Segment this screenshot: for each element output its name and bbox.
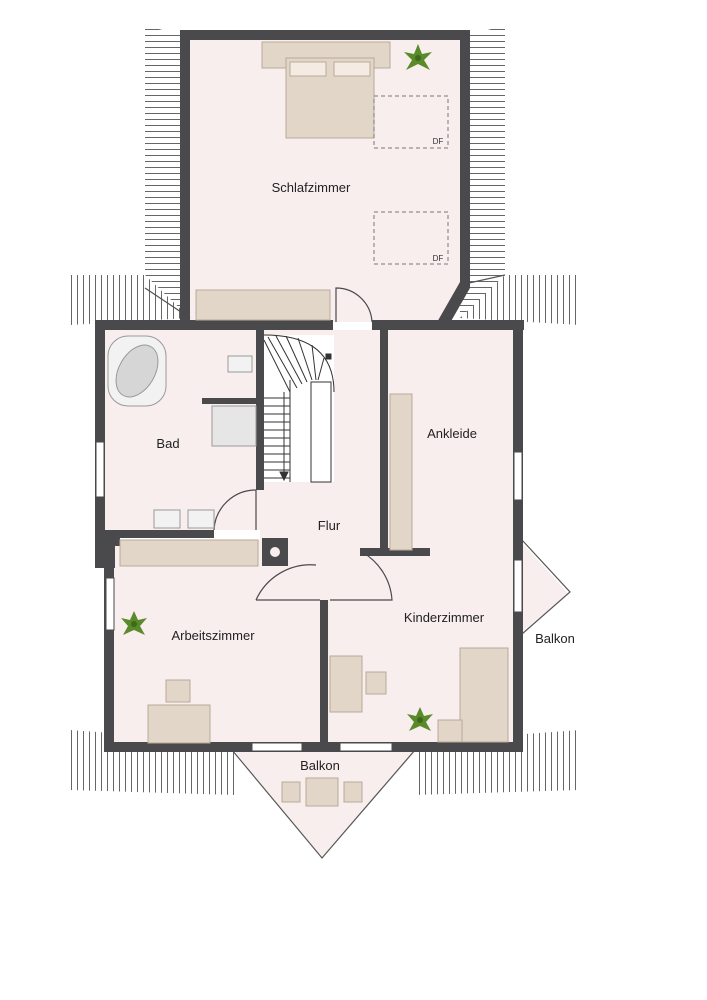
door-bad	[213, 489, 257, 531]
wall-schlaf-left	[180, 30, 190, 320]
door-kinder	[330, 551, 393, 601]
wall-outer-right	[513, 320, 523, 750]
chimney-flue	[270, 547, 280, 557]
balkon-chair-1	[281, 781, 301, 803]
roof-left-mid	[70, 275, 190, 325]
wall-outer-left-2	[104, 560, 114, 750]
window-ankleide	[513, 451, 523, 501]
roof-windows	[373, 95, 449, 265]
wall-ankleide-bottom	[360, 548, 430, 556]
window-arbeits	[105, 577, 115, 631]
schlafzimmer-floor	[190, 38, 460, 322]
window-bottom-right	[339, 742, 393, 752]
window-bad	[95, 441, 105, 498]
chair-kinder	[365, 671, 387, 695]
window-kinder	[513, 559, 523, 613]
shower	[211, 405, 257, 447]
plant-icon	[121, 611, 147, 635]
label-schlafzimmer: Schlafzimmer	[272, 180, 351, 195]
wc	[227, 355, 253, 373]
desk-arbeits	[147, 704, 211, 744]
door-schlaf	[335, 287, 373, 323]
wall-arbeits-top	[104, 538, 120, 546]
label-balkon-bottom: Balkon	[300, 758, 340, 773]
balkon-chair-2	[343, 781, 363, 803]
door-arbeits	[255, 564, 320, 601]
balkon-table	[305, 777, 339, 807]
doors	[213, 287, 393, 601]
pillow-left	[289, 61, 327, 77]
plants	[121, 44, 433, 731]
wall-bad-bottom	[104, 530, 214, 538]
plant-icon	[407, 707, 433, 731]
labels: Schlafzimmer Bad Flur Ankleide Kinderzim…	[156, 137, 574, 773]
desk-kinder	[329, 655, 363, 713]
label-kinderzimmer: Kinderzimmer	[404, 610, 485, 625]
wall-schlaf-diag	[436, 282, 470, 330]
wall-flur-right	[380, 330, 388, 552]
wardrobe-ankleide	[389, 393, 413, 551]
windows	[95, 441, 523, 752]
roof-right-top	[460, 25, 505, 318]
label-flur: Flur	[318, 518, 341, 533]
label-bad: Bad	[156, 436, 179, 451]
wall-shower	[202, 398, 258, 404]
balkon-right-railing	[521, 539, 571, 635]
wardrobe-schlaf	[195, 289, 331, 321]
plant-icon	[404, 44, 432, 70]
label-balkon-right: Balkon	[535, 631, 575, 646]
arbeitszimmer-floor	[104, 540, 324, 742]
bed-kinder	[459, 647, 509, 743]
roof-areas	[70, 25, 580, 795]
wall-mid-right	[372, 320, 524, 330]
df-window-top	[373, 95, 449, 149]
wall-bad-right	[256, 330, 264, 490]
sink-1	[153, 509, 181, 529]
wall-mid-left	[95, 320, 333, 330]
label-df-top: DF	[433, 137, 444, 146]
roof-right-mid	[460, 275, 580, 325]
label-arbeitszimmer: Arbeitszimmer	[171, 628, 255, 643]
furniture	[107, 41, 509, 807]
nightstand-kinder	[437, 719, 463, 743]
wall-schlaf-right	[460, 30, 470, 288]
pillow-right	[333, 61, 371, 77]
label-df-bottom: DF	[433, 254, 444, 263]
balkon-bottom-railing	[231, 749, 416, 859]
bathtub-basin	[115, 344, 159, 398]
chair-arbeits	[165, 679, 191, 703]
label-ankleide: Ankleide	[427, 426, 477, 441]
wall-schlaf-top	[180, 30, 470, 40]
roof-left-top	[145, 25, 190, 318]
wall-divider	[320, 600, 328, 745]
wall-bottom	[104, 742, 523, 752]
sink-2	[187, 509, 215, 529]
shelf-arbeits	[119, 539, 259, 567]
balkon-right-floor	[522, 543, 568, 632]
df-window-bottom	[373, 211, 449, 265]
staircase	[263, 334, 335, 483]
window-bottom-left	[251, 742, 303, 752]
